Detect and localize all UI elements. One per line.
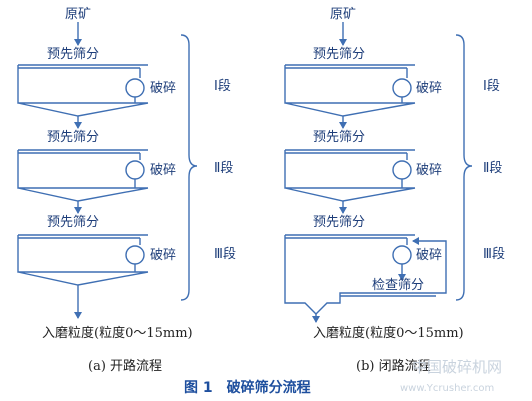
- right-stage2-label: Ⅱ段: [483, 161, 502, 176]
- left-s1-crush-label: 破碎: [150, 81, 176, 96]
- left-product-label: 入磨粒度(粒度0～15mm): [42, 325, 193, 341]
- left-caption: (a) 开路流程: [88, 358, 162, 374]
- left-s2-screen-label: 预先筛分: [47, 130, 99, 145]
- right-stage-brace: [455, 34, 473, 301]
- open-circuit-flow: 原矿 预先筛分 破碎 预先筛分 破碎 预先筛分 破碎 Ⅰ段: [17, 7, 236, 374]
- left-feed-label: 原矿: [65, 7, 91, 22]
- right-s3-screen-label: 预先筛分: [313, 215, 365, 230]
- right-recycle-loop: [412, 237, 447, 294]
- figure-title: 图 1 破碎筛分流程: [184, 379, 311, 396]
- right-check-screen-label: 检查筛分: [372, 278, 424, 293]
- right-feed-label: 原矿: [330, 7, 356, 22]
- left-s3-crusher-icon: [125, 245, 145, 265]
- left-s3-crush-label: 破碎: [150, 248, 176, 263]
- right-s1-crusher-icon: [392, 78, 412, 98]
- left-stage1-label: Ⅰ段: [214, 79, 231, 94]
- right-caption: (b) 闭路流程: [356, 358, 431, 374]
- left-stage2-label: Ⅱ段: [214, 161, 233, 176]
- right-s1-crush-label: 破碎: [416, 81, 442, 96]
- right-s1-screen-label: 预先筛分: [313, 47, 365, 62]
- right-s3-hopper: [284, 235, 436, 315]
- left-stage3-label: Ⅲ段: [214, 247, 236, 262]
- right-s3-crush-label: 破碎: [416, 248, 442, 263]
- left-s2-crusher-icon: [125, 160, 145, 180]
- right-stage3-label: Ⅲ段: [483, 247, 505, 262]
- left-s3-screen-label: 预先筛分: [47, 215, 99, 230]
- right-s2-screen-label: 预先筛分: [313, 130, 365, 145]
- left-stage-brace: [180, 34, 198, 301]
- watermark-title: 中国破碎机网: [412, 358, 502, 376]
- right-s2-crusher-icon: [392, 160, 412, 180]
- left-s2-crush-label: 破碎: [150, 163, 176, 178]
- left-s1-screen-label: 预先筛分: [47, 47, 99, 62]
- closed-circuit-flow: 原矿 预先筛分 破碎 预先筛分 破碎 预先筛分 破碎 检查筛分: [284, 7, 505, 374]
- right-product-label: 入磨粒度(粒度0～15mm): [313, 325, 464, 341]
- right-s3-crusher-icon: [392, 245, 412, 265]
- watermark-url: www.Ycrusher.com: [400, 383, 494, 394]
- left-s1-crusher-icon: [125, 78, 145, 98]
- right-stage1-label: Ⅰ段: [483, 79, 500, 94]
- right-s2-crush-label: 破碎: [416, 163, 442, 178]
